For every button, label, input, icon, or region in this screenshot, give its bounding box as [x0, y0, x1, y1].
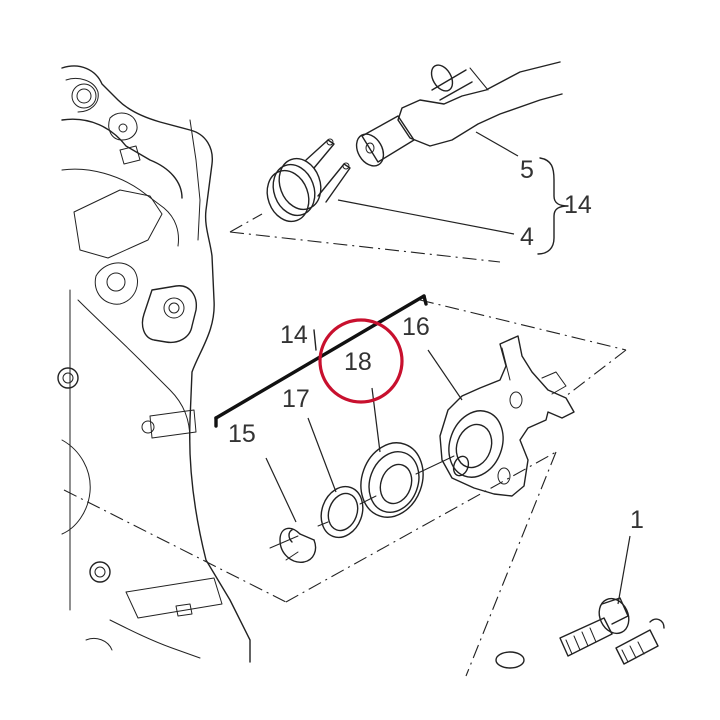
callout-1: 1	[630, 506, 644, 534]
highlight-circle	[318, 318, 404, 404]
oil-seal-part-18	[360, 442, 424, 518]
callout-5: 5	[520, 156, 534, 184]
torsion-spring-part-4	[266, 138, 351, 223]
engine-casing	[57, 65, 251, 663]
shift-shaft-part-5	[355, 61, 563, 167]
callout-15: 15	[228, 420, 256, 448]
callout-labels: 5 4 14 14 16 18 17 15 1	[228, 156, 644, 534]
assembly-axis	[269, 455, 455, 549]
bolts-part-1	[495, 597, 665, 669]
callout-17: 17	[282, 385, 310, 413]
callout-16: 16	[402, 313, 430, 341]
lower-assembly-outline	[63, 299, 627, 677]
leader-lines	[265, 131, 631, 605]
callout-14-upper: 14	[564, 191, 592, 219]
callout-4: 4	[520, 223, 534, 251]
callout-14-lower: 14	[280, 321, 308, 349]
plate-part-16	[439, 335, 575, 497]
upper-assembly-outline	[229, 213, 501, 263]
callout-18: 18	[344, 348, 372, 376]
circlip-part-15	[279, 527, 317, 563]
washer-part-17	[320, 485, 364, 539]
